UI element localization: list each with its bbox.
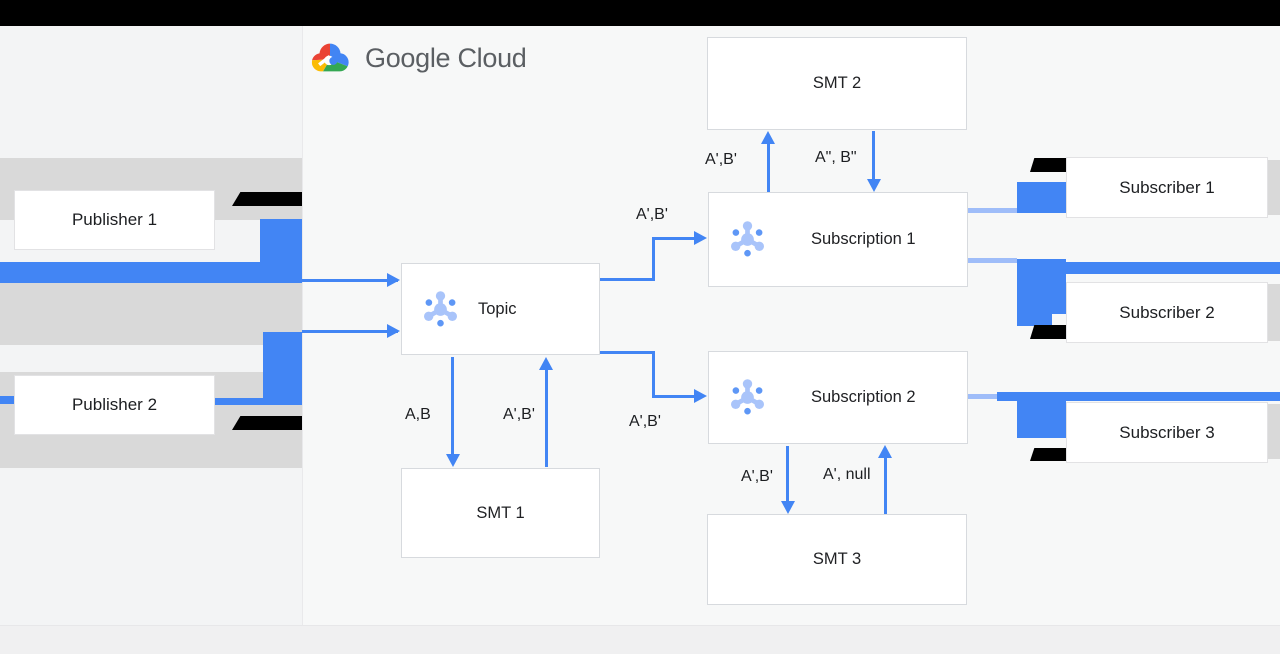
- redaction-blue-band-2: [1066, 262, 1280, 274]
- publisher-2-label: Publisher 2: [71, 395, 158, 414]
- smt-1-box: SMT 1: [401, 468, 600, 558]
- smt-3-label: SMT 3: [812, 550, 862, 568]
- redaction-blue-stub-2: [213, 398, 263, 405]
- redaction-black-bar-5: [1030, 448, 1066, 461]
- redaction-blue-band-1: [0, 262, 260, 283]
- google-cloud-logo-icon: [311, 43, 349, 72]
- redaction-black-bar-2: [232, 416, 302, 430]
- subscriber-2-label: Subscriber 2: [1119, 302, 1215, 322]
- arrow-label-topic-sub1: A',B': [636, 206, 668, 223]
- arrow-label-smt3-sub2: A', null: [823, 466, 871, 483]
- arrow-topic-sub1-head: [694, 231, 707, 245]
- redaction-thin-line-1: [968, 208, 1017, 213]
- subscription-2-label: Subscription 2: [811, 388, 916, 406]
- arrow-topic-sub1-seg2: [652, 238, 655, 281]
- subscriber-1-box: Subscriber 1: [1066, 157, 1268, 218]
- top-black-bar: [0, 0, 1280, 26]
- arrow-label-topic-sub2: A',B': [629, 413, 661, 430]
- redaction-gray-strip-2: [1266, 284, 1280, 341]
- arrow-topic-sub2-seg1: [600, 351, 655, 354]
- pubsub-subscription-1-icon: [725, 217, 770, 262]
- publisher-1-box: Publisher 1: [14, 190, 215, 250]
- arrow-publisher2-topic-head: [387, 324, 400, 338]
- arrow-sub2-smt3-head: [781, 501, 795, 514]
- smt-2-label: SMT 2: [812, 74, 862, 92]
- arrow-publisher1-topic-head: [387, 273, 400, 287]
- google-cloud-logo: Google Cloud: [308, 40, 527, 76]
- redaction-blue-rect-4: [1017, 259, 1066, 314]
- arrow-sub1-smt2-line: [767, 143, 770, 192]
- subscription-2-box: Subscription 2: [708, 351, 968, 444]
- topic-label: Topic: [478, 299, 517, 318]
- google-cloud-logo-text: Google Cloud: [365, 42, 527, 73]
- redaction-blue-rect-6: [1017, 400, 1066, 438]
- arrow-label-smt1-topic: A',B': [503, 406, 535, 423]
- subscriber-1-label: Subscriber 1: [1119, 177, 1215, 197]
- arrow-sub1-smt2-head: [761, 131, 775, 144]
- redaction-thin-line-2: [968, 258, 1017, 263]
- arrow-topic-smt1-head: [446, 454, 460, 467]
- arrow-publisher1-topic-line: [302, 279, 398, 282]
- redaction-blue-rect-3: [1017, 182, 1066, 213]
- arrow-sub2-smt3-line: [786, 446, 789, 502]
- redaction-blue-band-3: [997, 392, 1280, 401]
- publisher-1-label: Publisher 1: [71, 210, 158, 229]
- redaction-black-bar-3: [1030, 158, 1066, 172]
- arrow-smt1-topic-head: [539, 357, 553, 370]
- subscriber-2-box: Subscriber 2: [1066, 282, 1268, 343]
- arrow-label-topic-smt1: A,B: [405, 406, 431, 423]
- arrow-label-sub1-smt2: A',B': [705, 151, 737, 168]
- pubsub-subscription-2-icon: [725, 375, 770, 420]
- redaction-black-bar-4: [1030, 325, 1066, 339]
- arrow-smt3-sub2-head: [878, 445, 892, 458]
- smt-3-box: SMT 3: [707, 514, 967, 605]
- arrow-smt2-sub1-line: [872, 131, 875, 179]
- pubsub-topic-icon: [418, 287, 463, 332]
- redaction-gray-band-2: [0, 283, 302, 345]
- arrow-topic-sub2-seg3: [652, 395, 696, 398]
- smt-2-box: SMT 2: [707, 37, 967, 130]
- redaction-black-bar-1: [232, 192, 302, 206]
- redaction-blue-rect-1: [260, 219, 302, 283]
- redaction-blue-rect-5: [1017, 314, 1052, 326]
- arrow-smt2-sub1-head: [867, 179, 881, 192]
- arrow-topic-sub1-seg1: [600, 278, 655, 281]
- arrow-label-sub2-smt3: A',B': [741, 468, 773, 485]
- subscriber-3-box: Subscriber 3: [1066, 402, 1268, 463]
- redaction-blue-rect-2: [263, 332, 302, 405]
- arrow-topic-sub1-seg3: [652, 237, 696, 240]
- redaction-blue-stub-1: [0, 396, 14, 404]
- publisher-2-box: Publisher 2: [14, 375, 215, 435]
- arrow-smt3-sub2-line: [884, 458, 887, 514]
- redaction-gray-strip-3: [1266, 404, 1280, 459]
- arrow-publisher2-topic-line: [302, 330, 398, 333]
- smt-1-label: SMT 1: [476, 503, 525, 522]
- bottom-footer-strip: [0, 625, 1280, 654]
- subscriber-3-label: Subscriber 3: [1119, 422, 1215, 442]
- arrow-topic-sub2-seg2: [652, 351, 655, 398]
- topic-box: Topic: [401, 263, 600, 355]
- subscription-1-label: Subscription 1: [811, 230, 916, 248]
- arrow-topic-smt1-line: [451, 357, 454, 455]
- arrow-label-smt2-sub1: A", B": [815, 149, 857, 166]
- subscription-1-box: Subscription 1: [708, 192, 968, 287]
- arrow-smt1-topic-line: [545, 370, 548, 467]
- arrow-topic-sub2-head: [694, 389, 707, 403]
- redaction-gray-strip-1: [1266, 160, 1280, 215]
- redaction-thin-line-3: [968, 394, 998, 399]
